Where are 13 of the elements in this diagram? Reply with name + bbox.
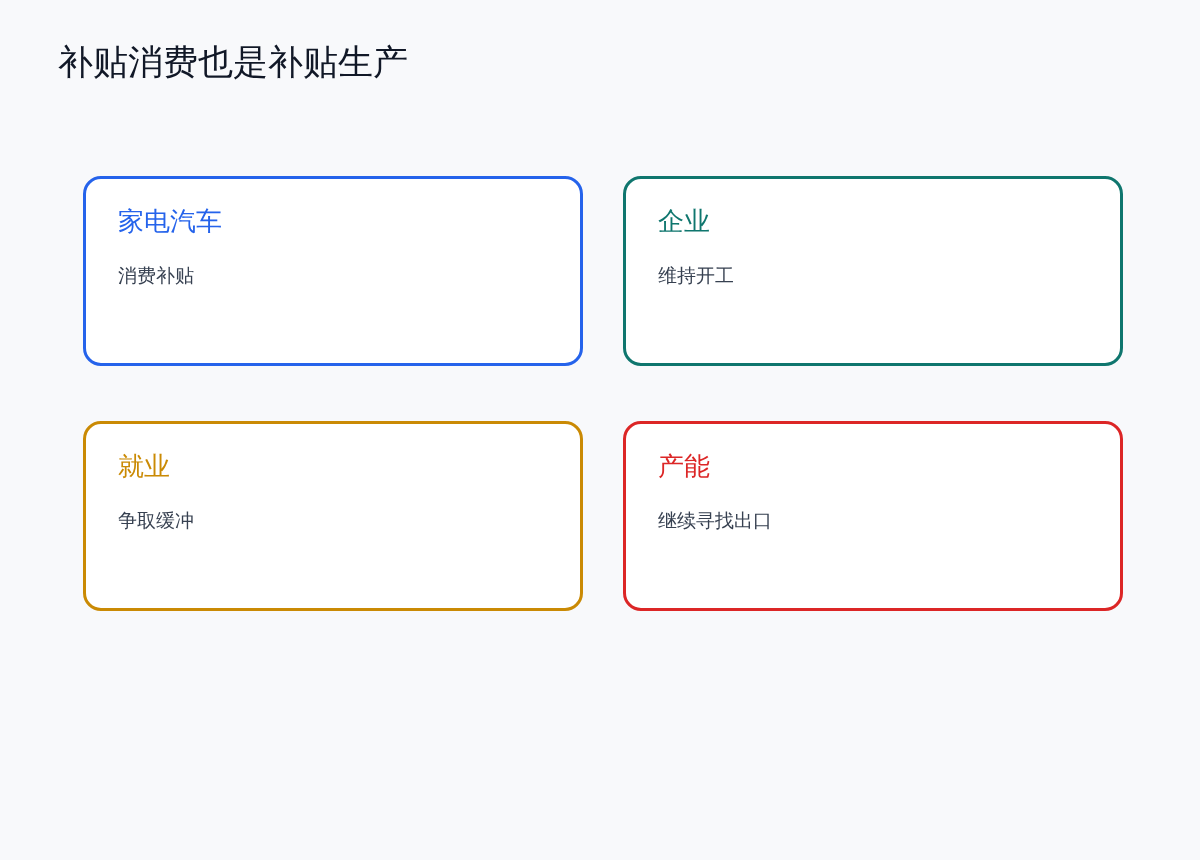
card-description: 争取缓冲 xyxy=(118,508,194,533)
category-card xyxy=(83,176,583,366)
card-description: 继续寻找出口 xyxy=(658,508,772,533)
card-description: 消费补贴 xyxy=(118,263,194,288)
category-card xyxy=(83,421,583,611)
category-card xyxy=(623,176,1123,366)
card-heading: 产能 xyxy=(658,450,710,483)
card-description: 维持开工 xyxy=(658,263,734,288)
card-heading: 就业 xyxy=(118,450,170,483)
category-card xyxy=(623,421,1123,611)
card-heading: 企业 xyxy=(658,205,710,238)
card-heading: 家电汽车 xyxy=(118,205,222,238)
diagram-title: 补贴消费也是补贴生产 xyxy=(58,41,408,84)
